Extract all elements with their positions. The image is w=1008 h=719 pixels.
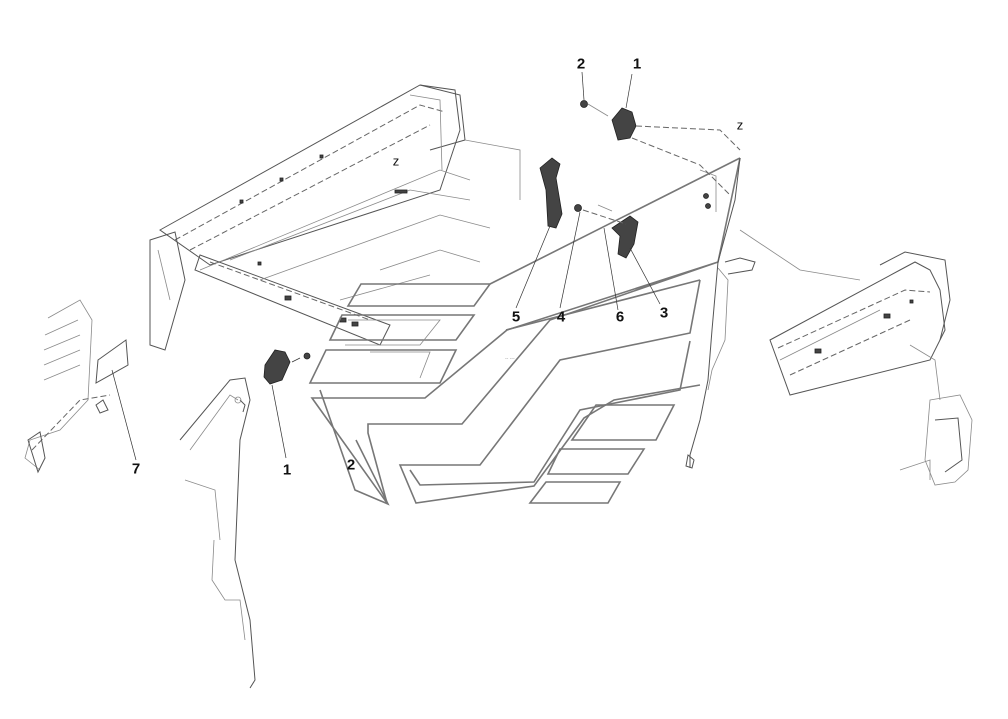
axis-z-left: z: [392, 153, 400, 169]
upper-handle-parts: [580, 71, 741, 196]
callout-2-top: 2: [576, 55, 586, 73]
callout-4: 4: [556, 308, 566, 326]
latch-components: [515, 157, 661, 311]
window-panels: [308, 283, 492, 384]
left-post: [179, 349, 311, 689]
cab-frame-structure: [149, 84, 521, 351]
chevron-decal: -- ---: [310, 157, 741, 506]
callout-3: 3: [659, 304, 669, 322]
callout-1-top: 1: [632, 55, 642, 73]
left-side-panel: [24, 299, 137, 474]
callout-7: 7: [131, 460, 141, 478]
right-rear-assembly: [739, 229, 973, 486]
axis-z-right: z: [736, 117, 744, 133]
svg-text:-- ---: -- ---: [505, 356, 515, 362]
right-door-frame: [685, 157, 756, 469]
callout-2-decal: 2: [346, 456, 356, 474]
callout-5: 5: [511, 308, 521, 326]
callout-1-bottom: 1: [282, 461, 292, 479]
callout-6: 6: [615, 308, 625, 326]
sticker-7: [95, 339, 129, 384]
